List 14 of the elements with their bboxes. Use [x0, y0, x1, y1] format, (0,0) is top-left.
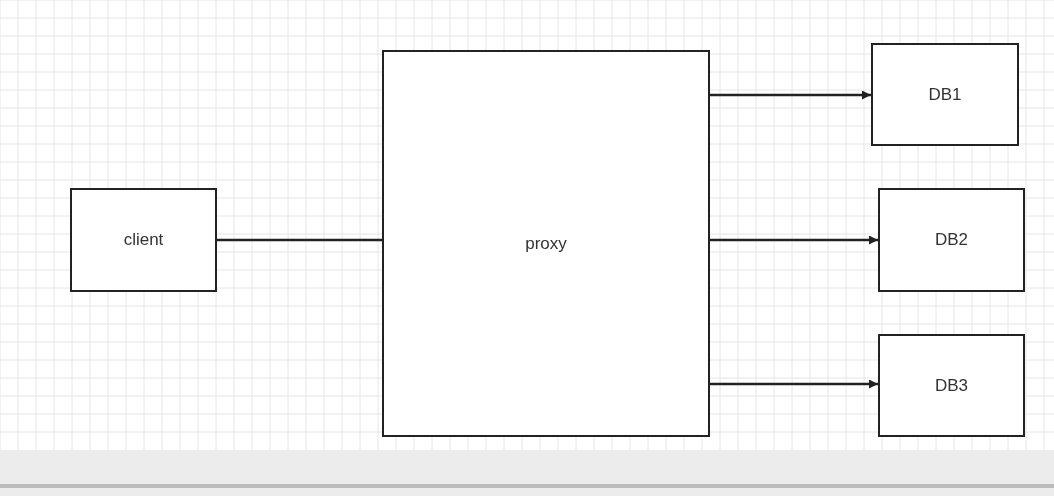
arrow	[710, 235, 878, 245]
node-label: DB2	[934, 230, 969, 250]
process-box	[382, 50, 710, 437]
arrow	[710, 90, 871, 100]
node-label: DB1	[928, 84, 962, 105]
process-box	[871, 43, 1019, 146]
node-label: proxy	[525, 233, 567, 254]
process-box	[70, 188, 217, 292]
process-box	[878, 188, 1025, 292]
process-box	[878, 334, 1025, 437]
arrow	[710, 379, 878, 389]
connector-line	[217, 238, 382, 242]
node-label: client	[123, 230, 164, 250]
node-label: DB3	[934, 375, 969, 396]
